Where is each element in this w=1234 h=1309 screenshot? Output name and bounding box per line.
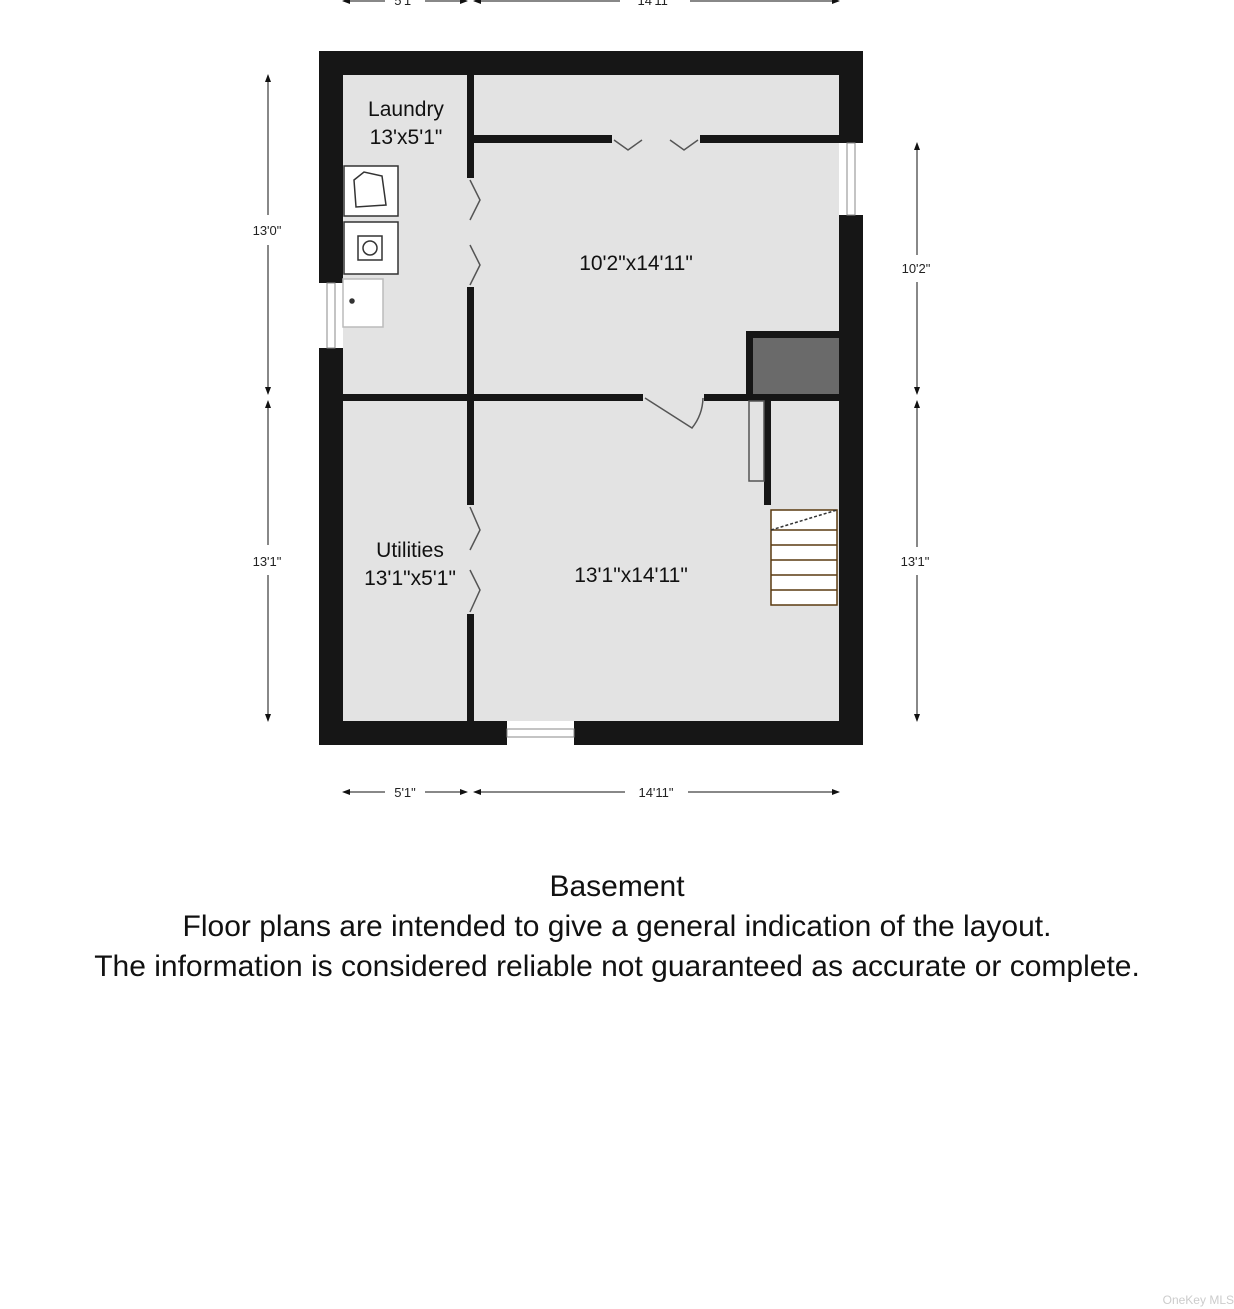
washer-icon bbox=[343, 221, 399, 275]
watermark: OneKey MLS bbox=[1162, 1293, 1234, 1307]
dim-right-lower: 13'1" bbox=[901, 554, 930, 569]
dim-right-upper: 10'2" bbox=[902, 261, 931, 276]
windows bbox=[326, 142, 856, 738]
floor-title: Basement bbox=[549, 870, 685, 903]
dim-bottom-right: 14'11" bbox=[638, 785, 673, 800]
dim-left-upper: 13'0" bbox=[253, 223, 282, 238]
disclaimer-line-2: The information is considered reliable n… bbox=[94, 950, 1140, 983]
disclaimer-line-1: Floor plans are intended to give a gener… bbox=[182, 910, 1052, 943]
room-size-laundry: 13'x5'1" bbox=[370, 126, 443, 149]
floor-plan: Laundry 13'x5'1" 10'2"x14'11" Utilities … bbox=[253, 0, 931, 800]
walls bbox=[319, 51, 863, 745]
room-name-laundry: Laundry bbox=[368, 98, 444, 121]
doors bbox=[469, 139, 765, 613]
dimension-lines bbox=[265, 0, 920, 795]
dryer-icon bbox=[343, 165, 399, 217]
dim-top-left: 5'1" bbox=[394, 0, 416, 8]
room-size-lower: 13'1"x14'11" bbox=[574, 564, 688, 587]
dim-bottom-left: 5'1" bbox=[394, 785, 416, 800]
dim-left-lower: 13'1" bbox=[253, 554, 282, 569]
sink-icon bbox=[342, 278, 384, 328]
dim-top-right: 14'11" bbox=[637, 0, 672, 8]
stairs bbox=[770, 509, 838, 606]
room-name-utilities: Utilities bbox=[376, 539, 444, 562]
appliances bbox=[342, 165, 399, 328]
room-size-upper: 10'2"x14'11" bbox=[579, 252, 693, 275]
room-size-utilities: 13'1"x5'1" bbox=[364, 567, 456, 590]
